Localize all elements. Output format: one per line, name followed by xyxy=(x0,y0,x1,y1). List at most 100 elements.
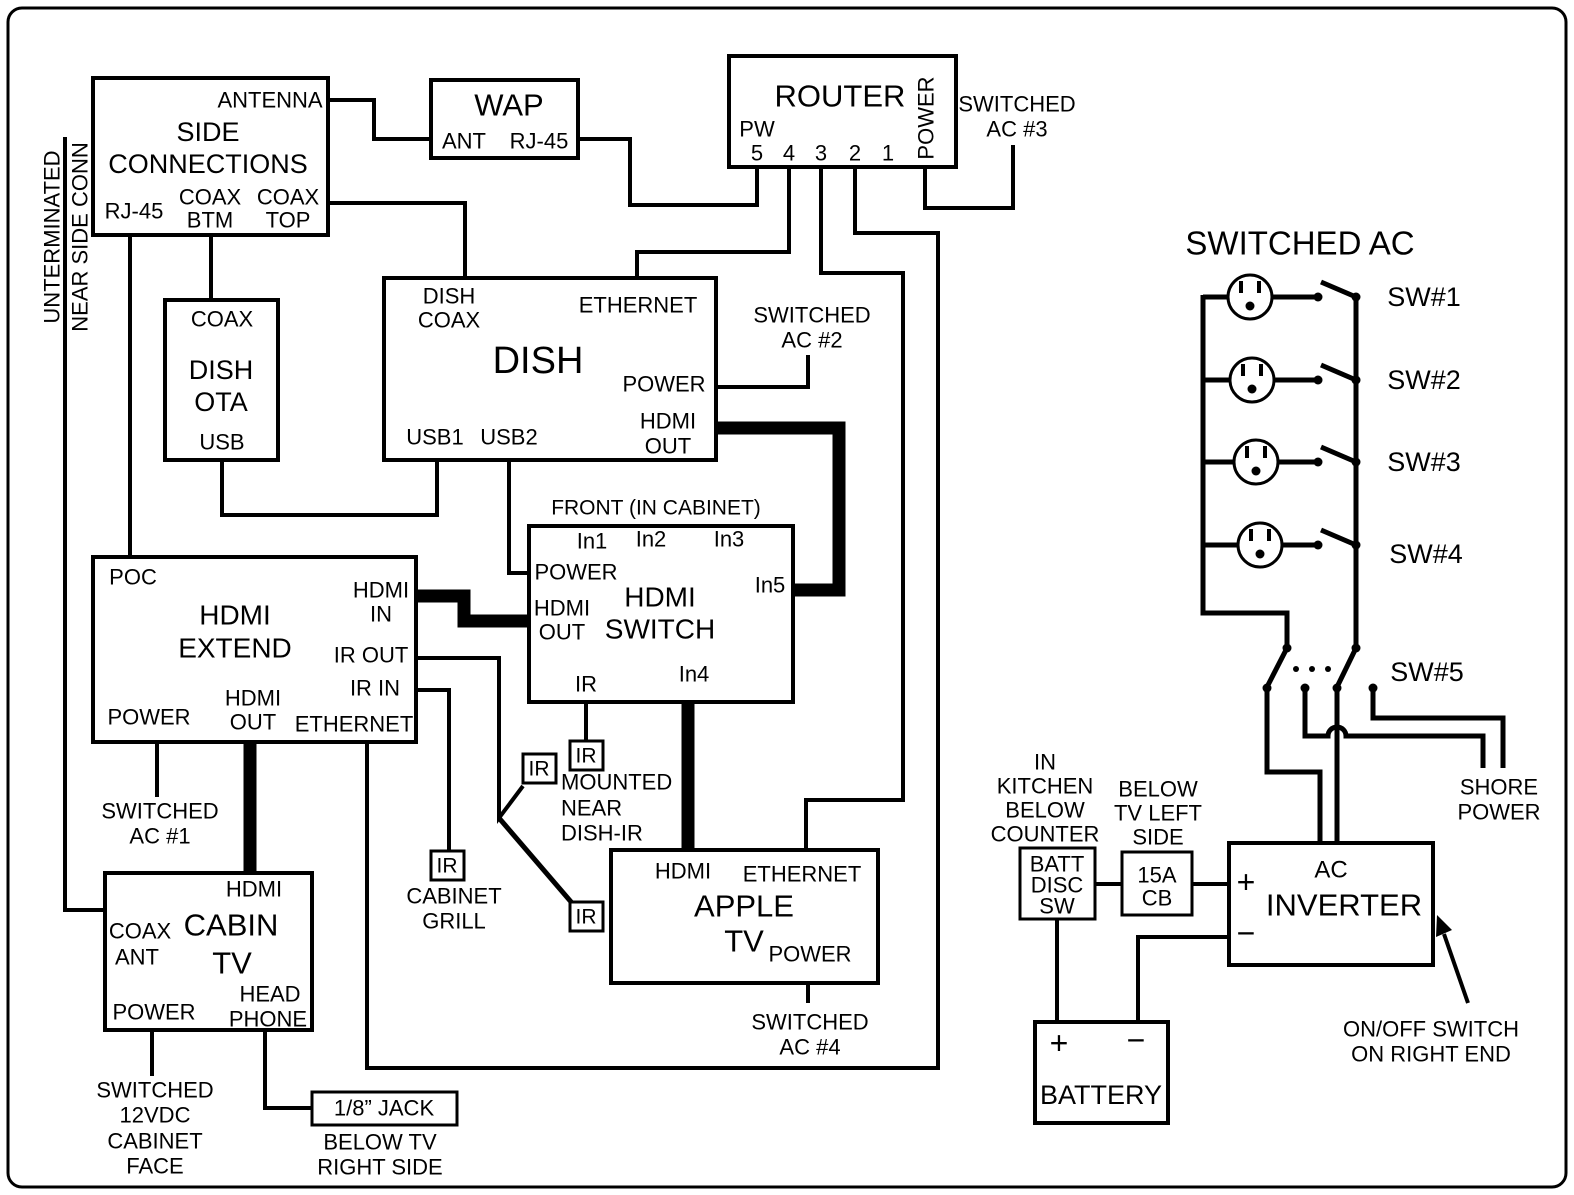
contact-dot-4 xyxy=(1313,457,1323,467)
wire-router4-to-dish-ethernet xyxy=(635,167,791,278)
sw5-left-to-inverter xyxy=(1264,688,1323,843)
port-sw-hdmi-out-2: OUT xyxy=(539,620,585,645)
contact-dot-2 xyxy=(1313,375,1323,385)
port-ext-hdmi-in-1: HDMI xyxy=(353,578,409,603)
port-ctv-coax-1: COAX xyxy=(109,919,172,944)
dish-ota-box xyxy=(163,298,280,462)
wire-router-power-to-ac3 xyxy=(923,145,1015,210)
wire-headphone-to-jack xyxy=(263,1030,312,1110)
router-box xyxy=(727,54,958,169)
switched-ac4-1: SWITCHED xyxy=(751,1010,868,1035)
wire-router2-to-extend-ethernet xyxy=(365,167,940,1070)
port-router-pw: PW xyxy=(739,117,775,142)
wire-coaxtop-to-dish-coax xyxy=(328,201,467,278)
contact-dot-3 xyxy=(1351,375,1361,385)
batt-disc-sw-box xyxy=(1018,846,1097,921)
contact-dot-10 xyxy=(1262,683,1272,693)
wire-wap-rj45-to-router-pw5 xyxy=(578,137,759,207)
hdmi-extend-box xyxy=(91,555,418,744)
contact-dot-7 xyxy=(1351,540,1361,550)
port-coax-btm-2: BTM xyxy=(187,208,233,233)
side-connections-box xyxy=(91,76,330,237)
ir-emitter-appletv-box xyxy=(568,900,605,933)
sw2-blade xyxy=(1320,362,1357,383)
onoff-note-1: ON/OFF SWITCH xyxy=(1343,1017,1519,1042)
wire-dish-usb2-to-switch-power xyxy=(507,460,529,575)
battery-title: BATTERY xyxy=(1040,1080,1162,1110)
port-sw-ir: IR xyxy=(575,672,597,697)
hdmi-extend-title-2: EXTEND xyxy=(178,633,292,664)
mounted-near-2: NEAR xyxy=(561,796,622,821)
contact-dot-0 xyxy=(1313,292,1323,302)
diagram-border xyxy=(6,6,1568,1189)
port-dish-coax-2: COAX xyxy=(418,308,481,333)
port-atv-ethernet: ETHERNET xyxy=(743,862,862,887)
port-sw-in2: In2 xyxy=(636,527,667,552)
ac-outlet-2 xyxy=(1228,356,1276,404)
switched-12vdc-3: CABINET xyxy=(107,1129,202,1154)
wire-antenna-to-wap xyxy=(330,98,431,141)
port-ext-hdmi-in-2: IN xyxy=(370,602,392,627)
ir-emitter-appletv-label: IR xyxy=(576,906,597,929)
switched-ac1-1: SWITCHED xyxy=(101,799,218,824)
sw3-blade xyxy=(1320,444,1357,465)
port-atv-power: POWER xyxy=(768,942,851,967)
port-dish-power: POWER xyxy=(622,372,705,397)
apple-tv-title-1: APPLE xyxy=(694,889,794,924)
port-dish-usb1: USB1 xyxy=(406,425,463,450)
sw4-label: SW#4 xyxy=(1389,539,1463,569)
mounted-near-3: DISH-IR xyxy=(561,821,643,846)
port-router-5: 5 xyxy=(751,141,763,166)
switched-ac-heading: SWITCHED AC xyxy=(1185,225,1414,262)
batt-disc-sw-2: DISC xyxy=(1031,873,1084,898)
below-tv-right-1: BELOW TV xyxy=(323,1130,437,1155)
dish-ota-title-1: DISH xyxy=(189,355,254,385)
gang-link-dot-2 xyxy=(1325,666,1331,672)
contact-dot-6 xyxy=(1313,540,1323,550)
dish-ota-title-2: OTA xyxy=(194,387,248,417)
contact-dot-11 xyxy=(1300,683,1310,693)
unterminated-note-1: UNTERMINATED xyxy=(40,150,65,323)
port-coax-top-1: COAX xyxy=(257,185,320,210)
ac-left-bus xyxy=(1200,295,1290,650)
ac-outlet-2-ground-dot xyxy=(1247,384,1257,394)
mounted-near-1: MOUNTED xyxy=(561,770,672,795)
port-atv-hdmi: HDMI xyxy=(655,859,711,884)
wire-dish-power-to-ac2 xyxy=(716,355,810,389)
battery-plus: + xyxy=(1050,1025,1069,1061)
wap-title: WAP xyxy=(474,88,543,123)
sw5-label: SW#5 xyxy=(1390,657,1464,687)
hdmi-switch-box xyxy=(527,524,795,704)
port-dish-ethernet: ETHERNET xyxy=(579,293,698,318)
switched-ac4-2: AC #4 xyxy=(779,1035,840,1060)
sw2-label: SW#2 xyxy=(1387,365,1461,395)
switched-12vdc-1: SWITCHED xyxy=(96,1078,213,1103)
wire-ir-out-trunk xyxy=(416,656,525,824)
hdmi-switchout-to-extend-in xyxy=(416,589,529,628)
ac-outlet-3 xyxy=(1232,438,1280,486)
port-sw-hdmi-out-1: HDMI xyxy=(534,596,590,621)
port-ctv-coax-2: ANT xyxy=(115,945,159,970)
port-router-3: 3 xyxy=(815,141,827,166)
cabin-tv-title-1: CABIN xyxy=(184,908,279,943)
port-ext-hdmi-out-1: HDMI xyxy=(225,686,281,711)
inverter-title: INVERTER xyxy=(1266,888,1422,923)
port-ext-power: POWER xyxy=(107,705,190,730)
wire-ir-out-branch xyxy=(497,816,574,905)
wire-router3-to-appletv-ethernet xyxy=(804,167,905,850)
dish-title: DISH xyxy=(493,340,584,382)
cabin-tv-box xyxy=(103,871,314,1032)
port-dish-coax-1: DISH xyxy=(423,284,476,309)
port-router-4: 4 xyxy=(783,141,795,166)
below-tv-right-2: RIGHT SIDE xyxy=(317,1155,443,1180)
contact-dot-9 xyxy=(1351,643,1361,653)
port-coax-btm-1: COAX xyxy=(179,185,242,210)
switched-12vdc-2: 12VDC xyxy=(120,1103,191,1128)
cabinet-grill-1: CABINET xyxy=(406,884,501,909)
ir-emitter-dish-label: IR xyxy=(576,745,597,768)
cb-15a-1: 15A xyxy=(1137,863,1176,888)
port-ctv-power: POWER xyxy=(112,1000,195,1025)
contact-dot-1 xyxy=(1351,292,1361,302)
sw5-right-to-shore xyxy=(1370,688,1506,768)
port-ota-coax: COAX xyxy=(191,307,254,332)
